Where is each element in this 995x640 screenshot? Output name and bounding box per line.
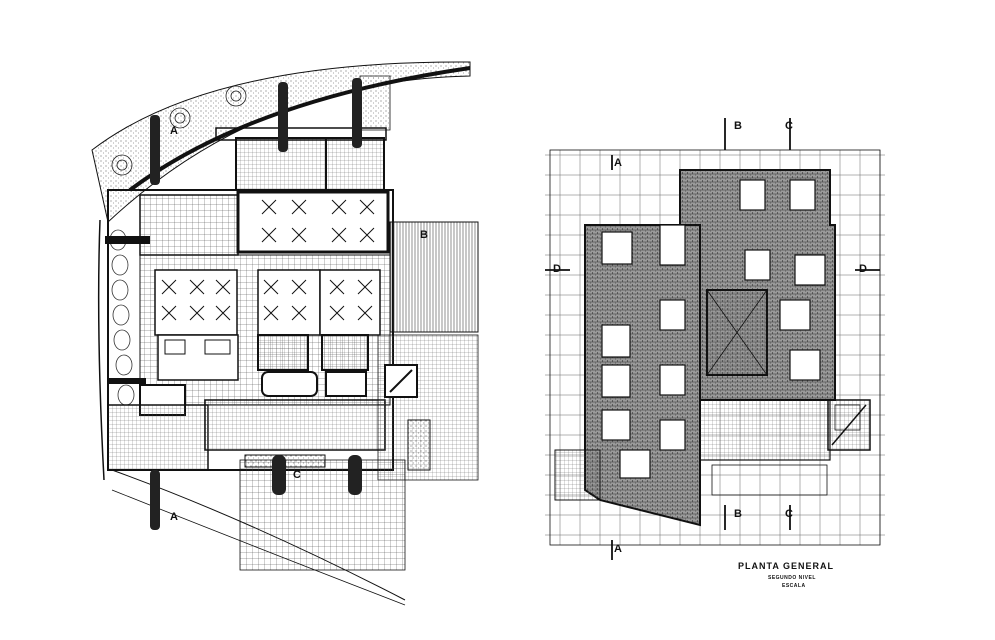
section-label-a-bottom-right: A: [614, 543, 622, 555]
tree-icon: [111, 85, 247, 176]
table-icon: [161, 199, 375, 321]
plan-subtitle: SEGUNDO NIVEL: [768, 575, 816, 581]
left-floor-plan: [91, 61, 479, 606]
plan-scale: ESCALA: [782, 583, 806, 589]
plan-title: PLANTA GENERAL: [738, 561, 834, 571]
section-label-b-bottom: B: [734, 508, 742, 520]
garden-strip: [91, 61, 471, 223]
section-label-a-top-right: A: [614, 157, 622, 169]
section-label-b-right: B: [420, 229, 428, 241]
section-label-d-left: D: [553, 263, 561, 275]
section-label-b-top: B: [734, 120, 742, 132]
section-label-d-right: D: [859, 263, 867, 275]
section-label-c-bottom-right: C: [785, 508, 793, 520]
section-label-c-bottom: C: [293, 469, 301, 481]
section-label-a-top: A: [170, 125, 178, 137]
section-label-c-top: C: [785, 120, 793, 132]
section-label-a-bottom: A: [170, 511, 178, 523]
right-floor-plan: [545, 118, 885, 560]
